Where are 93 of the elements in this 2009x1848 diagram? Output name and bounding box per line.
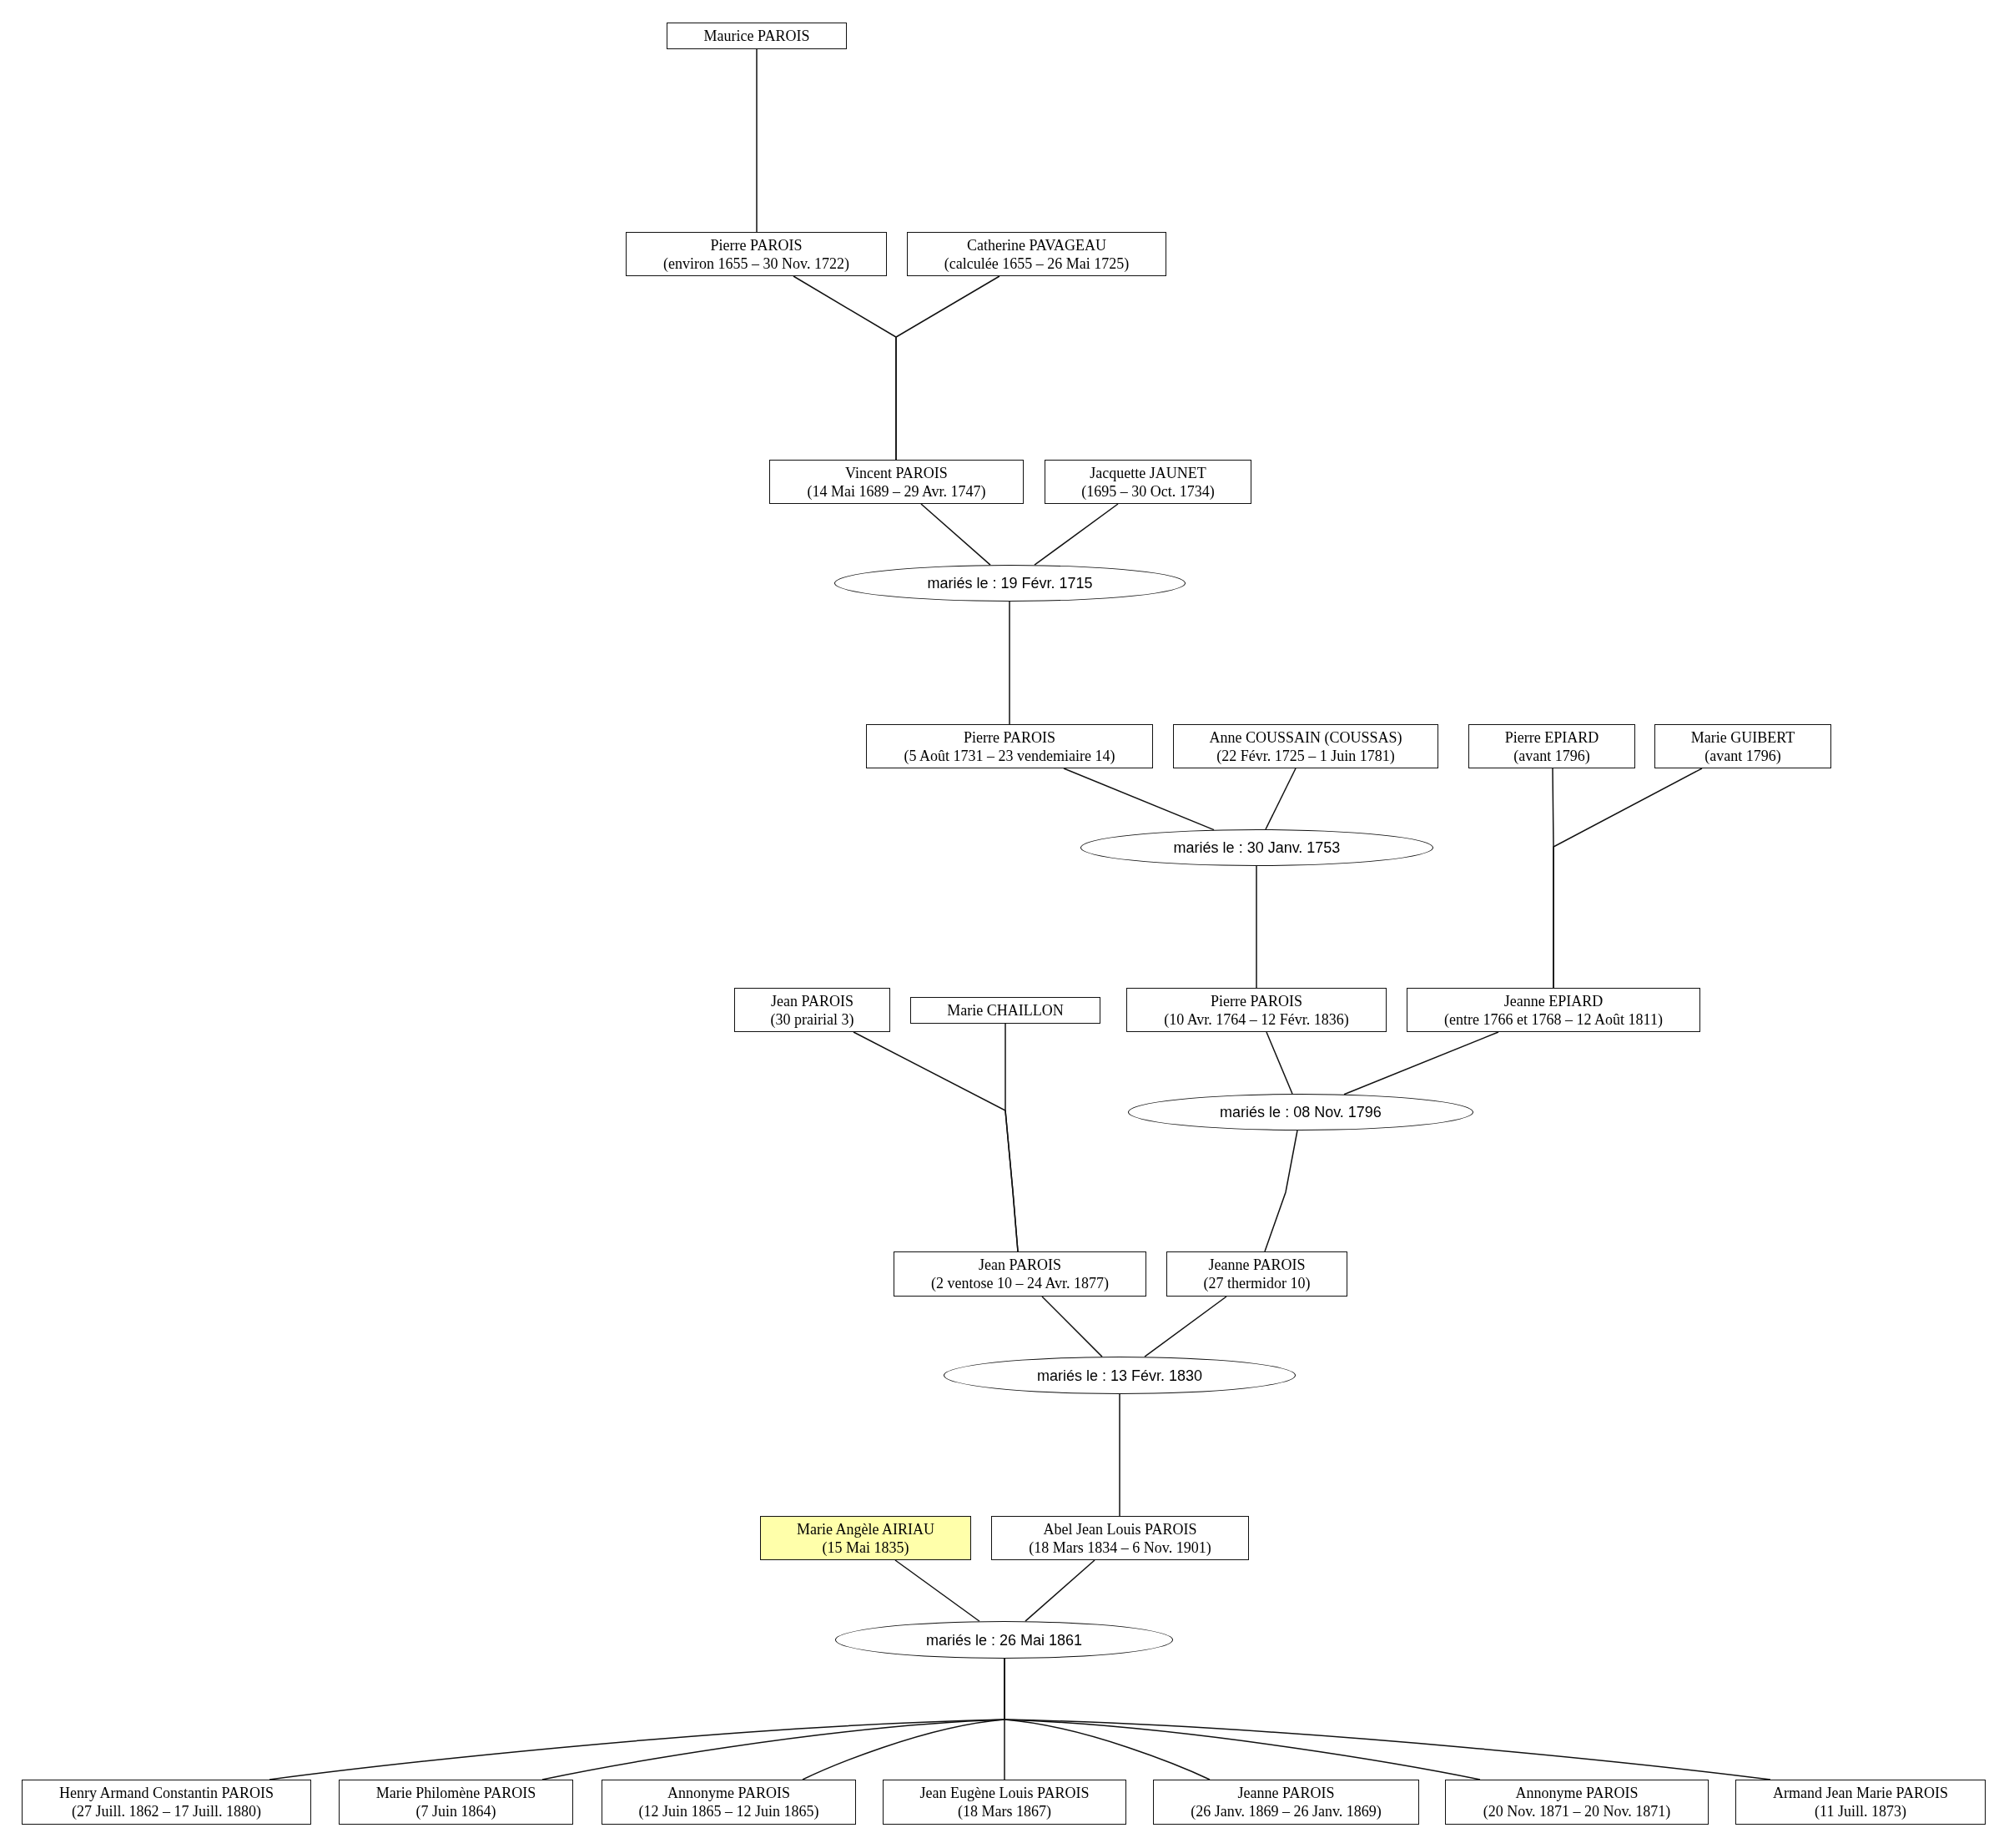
person-box xyxy=(626,232,887,276)
connector-line xyxy=(920,503,991,566)
person-box xyxy=(1445,1780,1709,1825)
person-box xyxy=(1153,1780,1419,1825)
life-dates: (20 Nov. 1871 – 20 Nov. 1871) xyxy=(1483,1802,1671,1820)
life-dates: (10 Avr. 1764 – 12 Févr. 1836) xyxy=(1164,1010,1349,1029)
person-box xyxy=(22,1780,311,1825)
person-box xyxy=(1166,1251,1347,1297)
person-box xyxy=(769,460,1024,504)
connector-line xyxy=(1256,865,1257,989)
person-name: Jeanne PAROIS xyxy=(1208,1256,1306,1274)
life-dates: (14 Mai 1689 – 29 Avr. 1747) xyxy=(807,481,986,501)
person-box xyxy=(1735,1780,1986,1825)
person-name: Henry Armand Constantin PAROIS xyxy=(59,1784,274,1802)
person-box xyxy=(339,1780,573,1825)
person-box xyxy=(1045,460,1251,504)
life-dates: (entre 1766 et 1768 – 12 Août 1811) xyxy=(1444,1010,1663,1029)
life-dates: (7 Juin 1864) xyxy=(415,1802,496,1820)
marriage-date: mariés le : 19 Févr. 1715 xyxy=(927,574,1093,592)
connector-line xyxy=(894,1559,980,1622)
person-name: Annonyme PAROIS xyxy=(667,1784,790,1802)
connector-line xyxy=(1266,1031,1293,1095)
person-box xyxy=(883,1780,1126,1825)
life-dates: (calculée 1655 – 26 Mai 1725) xyxy=(944,254,1130,273)
person-box xyxy=(910,997,1100,1024)
person-name: Pierre PAROIS xyxy=(1211,991,1302,1010)
person-box xyxy=(1654,724,1831,768)
person-box xyxy=(1126,988,1387,1032)
person-box xyxy=(1468,724,1635,768)
connector-line xyxy=(895,275,1000,461)
person-box xyxy=(907,232,1166,276)
marriage-date: mariés le : 26 Mai 1861 xyxy=(925,1630,1083,1649)
person-name: Jean Eugène Louis PAROIS xyxy=(919,1784,1090,1802)
person-box xyxy=(1173,724,1438,768)
person-name: Pierre PAROIS xyxy=(964,728,1055,747)
person-name: Catherine PAVAGEAU xyxy=(966,235,1107,254)
person-box xyxy=(1407,988,1700,1032)
life-dates: (avant 1796) xyxy=(1704,746,1781,765)
person-box xyxy=(866,724,1153,768)
person-name: Pierre PAROIS xyxy=(710,235,803,254)
life-dates: (15 Mai 1835) xyxy=(822,1538,909,1557)
person-name: Marie CHAILLON xyxy=(947,1001,1064,1020)
connector-line xyxy=(1063,768,1215,831)
connector-line xyxy=(1034,503,1119,566)
connector-line xyxy=(1343,1031,1499,1095)
person-box xyxy=(760,1516,971,1560)
connector-line xyxy=(1265,768,1297,830)
marriage-date: mariés le : 13 Févr. 1830 xyxy=(1036,1366,1203,1385)
person-name: Armand Jean Marie PAROIS xyxy=(1773,1784,1948,1802)
person-name: Jacquette JAUNET xyxy=(1090,463,1206,482)
life-dates: (30 prairial 3) xyxy=(770,1010,854,1029)
life-dates: (11 Juill. 1873) xyxy=(1815,1802,1906,1820)
life-dates: (22 Févr. 1725 – 1 Juin 1781) xyxy=(1216,746,1395,765)
connector-line xyxy=(1009,601,1010,725)
person-name: Anne COUSSAIN (COUSSAS) xyxy=(1209,728,1402,747)
person-box xyxy=(894,1251,1146,1297)
life-dates: (26 Janv. 1869 – 26 Janv. 1869) xyxy=(1191,1802,1382,1820)
life-dates: (27 thermidor 10) xyxy=(1203,1274,1311,1292)
life-dates: (environ 1655 – 30 Nov. 1722) xyxy=(663,254,849,273)
person-name: Pierre EPIARD xyxy=(1504,728,1599,747)
person-name: Marie GUIBERT xyxy=(1690,728,1795,747)
marriage-date: mariés le : 08 Nov. 1796 xyxy=(1220,1103,1382,1121)
person-name: Marie Angèle AIRIAU xyxy=(797,1519,934,1538)
person-name: Maurice PAROIS xyxy=(703,27,810,45)
person-box xyxy=(667,23,847,49)
person-name: Jean PAROIS xyxy=(771,991,853,1010)
life-dates: (avant 1796) xyxy=(1513,746,1590,765)
life-dates: (5 Août 1731 – 23 vendemiaire 14) xyxy=(904,746,1115,765)
person-name: Jeanne EPIARD xyxy=(1503,991,1604,1010)
life-dates: (18 Mars 1867) xyxy=(958,1802,1051,1820)
person-name: Jean PAROIS xyxy=(979,1256,1061,1274)
person-box xyxy=(602,1780,856,1825)
connector-line xyxy=(1041,1296,1103,1357)
connector-line xyxy=(1025,1559,1095,1622)
connector-line xyxy=(1119,1393,1120,1517)
person-box xyxy=(991,1516,1249,1560)
marriage-date: mariés le : 30 Janv. 1753 xyxy=(1173,838,1341,857)
person-name: Abel Jean Louis PAROIS xyxy=(1043,1519,1197,1538)
person-name: Annonyme PAROIS xyxy=(1515,1784,1639,1802)
life-dates: (18 Mars 1834 – 6 Nov. 1901) xyxy=(1029,1538,1211,1557)
life-dates: (27 Juill. 1862 – 17 Juill. 1880) xyxy=(72,1802,261,1820)
life-dates: (12 Juin 1865 – 12 Juin 1865) xyxy=(638,1802,819,1820)
life-dates: (2 ventose 10 – 24 Avr. 1877) xyxy=(930,1274,1110,1292)
connector-line xyxy=(756,48,758,233)
connector-line xyxy=(1553,768,1703,989)
person-name: Jeanne PAROIS xyxy=(1237,1784,1335,1802)
person-name: Vincent PAROIS xyxy=(845,463,948,482)
connector-line xyxy=(1264,1130,1298,1252)
connector-line xyxy=(1144,1296,1227,1357)
life-dates: (1695 – 30 Oct. 1734) xyxy=(1081,481,1215,501)
connector-line xyxy=(1004,1023,1019,1252)
person-name: Marie Philomène PAROIS xyxy=(375,1784,536,1802)
person-box xyxy=(734,988,890,1032)
